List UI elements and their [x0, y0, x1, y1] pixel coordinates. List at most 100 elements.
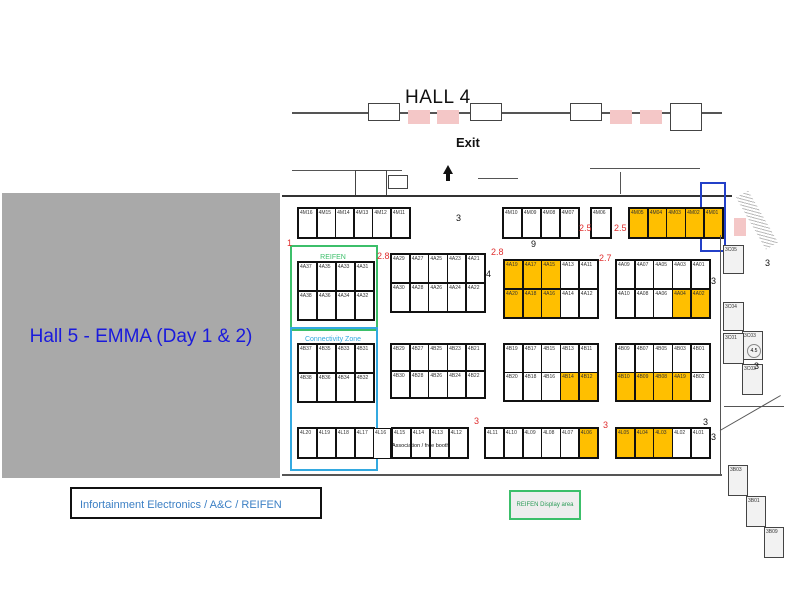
booth-4B29[interactable]: 4B29 [392, 345, 410, 371]
booth-4A08[interactable]: 4A08 [635, 289, 653, 317]
booth-4M09[interactable]: 4M09 [522, 209, 541, 237]
booth-4B10[interactable]: 4B10 [617, 373, 635, 400]
booth-4B34[interactable]: 4B34 [336, 373, 355, 401]
booth-4B08[interactable]: 4B08 [654, 373, 672, 400]
booth-4A14[interactable]: 4A14 [561, 289, 579, 317]
booth-4A27[interactable]: 4A27 [410, 255, 428, 283]
booth-4M15[interactable]: 4M15 [317, 209, 335, 237]
booth-4A12[interactable]: 4A12 [579, 289, 597, 317]
booth-4B22[interactable]: 4B22 [466, 371, 484, 397]
booth-4A25[interactable]: 4A25 [429, 255, 447, 283]
booth-4L01[interactable]: 4L01 [691, 429, 709, 457]
booth-4B25[interactable]: 4B25 [429, 345, 447, 371]
booth-4L06[interactable]: 4L06 [579, 429, 597, 457]
booth-4M01[interactable]: 4M01 [704, 209, 722, 237]
booth-4A11[interactable]: 4A11 [579, 261, 597, 289]
booth-4A04[interactable]: 4A04 [673, 289, 691, 317]
booth-4B18[interactable]: 4B18 [523, 373, 541, 400]
booth-4A28[interactable]: 4A28 [410, 283, 428, 311]
booth-4B31[interactable]: 4B31 [355, 345, 373, 373]
booth-4L05[interactable]: 4L05 [617, 429, 635, 457]
booth-4L07[interactable]: 4L07 [561, 429, 579, 457]
booth-4B19[interactable]: 4B19 [505, 345, 523, 372]
booth-3B03[interactable]: 3B03 [728, 465, 748, 496]
booth-4B24[interactable]: 4B24 [448, 371, 466, 397]
booth-4A17[interactable]: 4A17 [523, 261, 541, 289]
booth-4L12[interactable]: 4L12 [449, 429, 467, 457]
booth-4B16[interactable]: 4B16 [542, 373, 560, 400]
booth-4A38[interactable]: 4A38 [299, 291, 317, 319]
booth-3C05[interactable]: 3C05 [723, 245, 744, 274]
booth-4B02[interactable]: 4B02 [691, 373, 709, 400]
booth-4B20[interactable]: 4B20 [505, 373, 523, 400]
booth-4L14[interactable]: 4L14 [411, 429, 430, 457]
booth-4A09[interactable]: 4A09 [617, 261, 635, 289]
booth-4B38[interactable]: 4B38 [299, 373, 317, 401]
booth-4B35[interactable]: 4B35 [317, 345, 336, 373]
booth-4B33[interactable]: 4B33 [336, 345, 355, 373]
booth-3C01[interactable]: 3C01 [723, 333, 744, 364]
booth-4A23[interactable]: 4A23 [448, 255, 466, 283]
booth-4M03[interactable]: 4M03 [667, 209, 685, 237]
booth-4A34[interactable]: 4A34 [336, 291, 355, 319]
booth-4M04[interactable]: 4M04 [648, 209, 666, 237]
booth-4A31[interactable]: 4A31 [355, 263, 373, 291]
booth-4A24[interactable]: 4A24 [448, 283, 466, 311]
booth-4M08[interactable]: 4M08 [541, 209, 560, 237]
booth-4B36[interactable]: 4B36 [317, 373, 336, 401]
booth-4L15[interactable]: 4L15 [393, 429, 411, 457]
booth-4B01[interactable]: 4B01 [691, 345, 709, 372]
booth-4A21[interactable]: 4A21 [466, 255, 484, 283]
booth-4B05[interactable]: 4B05 [654, 345, 672, 372]
booth-3B01[interactable]: 3B01 [746, 496, 766, 527]
booth-4A18[interactable]: 4A18 [523, 289, 541, 317]
booth-4L04[interactable]: 4L04 [635, 429, 653, 457]
booth-4B09[interactable]: 4B09 [635, 373, 653, 400]
booth-3C02[interactable]: 3C02 [742, 364, 763, 395]
booth-4A13[interactable]: 4A13 [561, 261, 579, 289]
booth-4B15[interactable]: 4B15 [542, 345, 560, 372]
booth-4B17[interactable]: 4B17 [523, 345, 541, 372]
booth-4A35[interactable]: 4A35 [317, 263, 336, 291]
booth-4M06[interactable]: 4M06 [592, 209, 610, 237]
booth-3B09[interactable]: 3B09 [764, 527, 784, 558]
booth-4M10[interactable]: 4M10 [504, 209, 522, 237]
booth-4B28[interactable]: 4B28 [410, 371, 428, 397]
booth-4B30[interactable]: 4B30 [392, 371, 410, 397]
booth-3C04[interactable]: 3C04 [723, 302, 744, 331]
booth-4A06[interactable]: 4A06 [654, 289, 672, 317]
booth-4A37[interactable]: 4A37 [299, 263, 317, 291]
booth-4A05[interactable]: 4A05 [654, 261, 672, 289]
booth-4L13[interactable]: 4L13 [430, 429, 449, 457]
booth-4A33[interactable]: 4A33 [336, 263, 355, 291]
booth-4L10[interactable]: 4L10 [504, 429, 522, 457]
booth-4A01[interactable]: 4A01 [691, 261, 709, 289]
booth-4A22[interactable]: 4A22 [466, 283, 484, 311]
booth-4A30[interactable]: 4A30 [392, 283, 410, 311]
booth-4A03[interactable]: 4A03 [673, 261, 691, 289]
reifen-zone[interactable] [290, 245, 378, 331]
booth-4A07[interactable]: 4A07 [635, 261, 653, 289]
booth-4L11[interactable]: 4L11 [486, 429, 504, 457]
hall5-area[interactable] [2, 193, 280, 478]
booth-4B21[interactable]: 4B21 [466, 345, 484, 371]
booth-4L20[interactable]: 4L20 [299, 429, 317, 457]
booth-4A19[interactable]: 4A19 [673, 373, 691, 400]
booth-4L17[interactable]: 4L17 [355, 429, 373, 457]
booth-4A02[interactable]: 4A02 [691, 289, 709, 317]
booth-4B37[interactable]: 4B37 [299, 345, 317, 373]
booth-4L03[interactable]: 4L03 [654, 429, 672, 457]
booth-4B27[interactable]: 4B27 [410, 345, 428, 371]
booth-4L16[interactable]: 4L16 [373, 428, 391, 459]
booth-4B26[interactable]: 4B26 [429, 371, 447, 397]
booth-4L02[interactable]: 4L02 [673, 429, 691, 457]
booth-4M05[interactable]: 4M05 [630, 209, 648, 237]
booth-4M12[interactable]: 4M12 [373, 209, 391, 237]
booth-4M16[interactable]: 4M16 [299, 209, 317, 237]
booth-4A29[interactable]: 4A29 [392, 255, 410, 283]
booth-4A19[interactable]: 4A19 [505, 261, 523, 289]
booth-4A36[interactable]: 4A36 [317, 291, 336, 319]
booth-4M13[interactable]: 4M13 [354, 209, 372, 237]
booth-4B23[interactable]: 4B23 [448, 345, 466, 371]
booth-4B09[interactable]: 4B09 [617, 345, 635, 372]
